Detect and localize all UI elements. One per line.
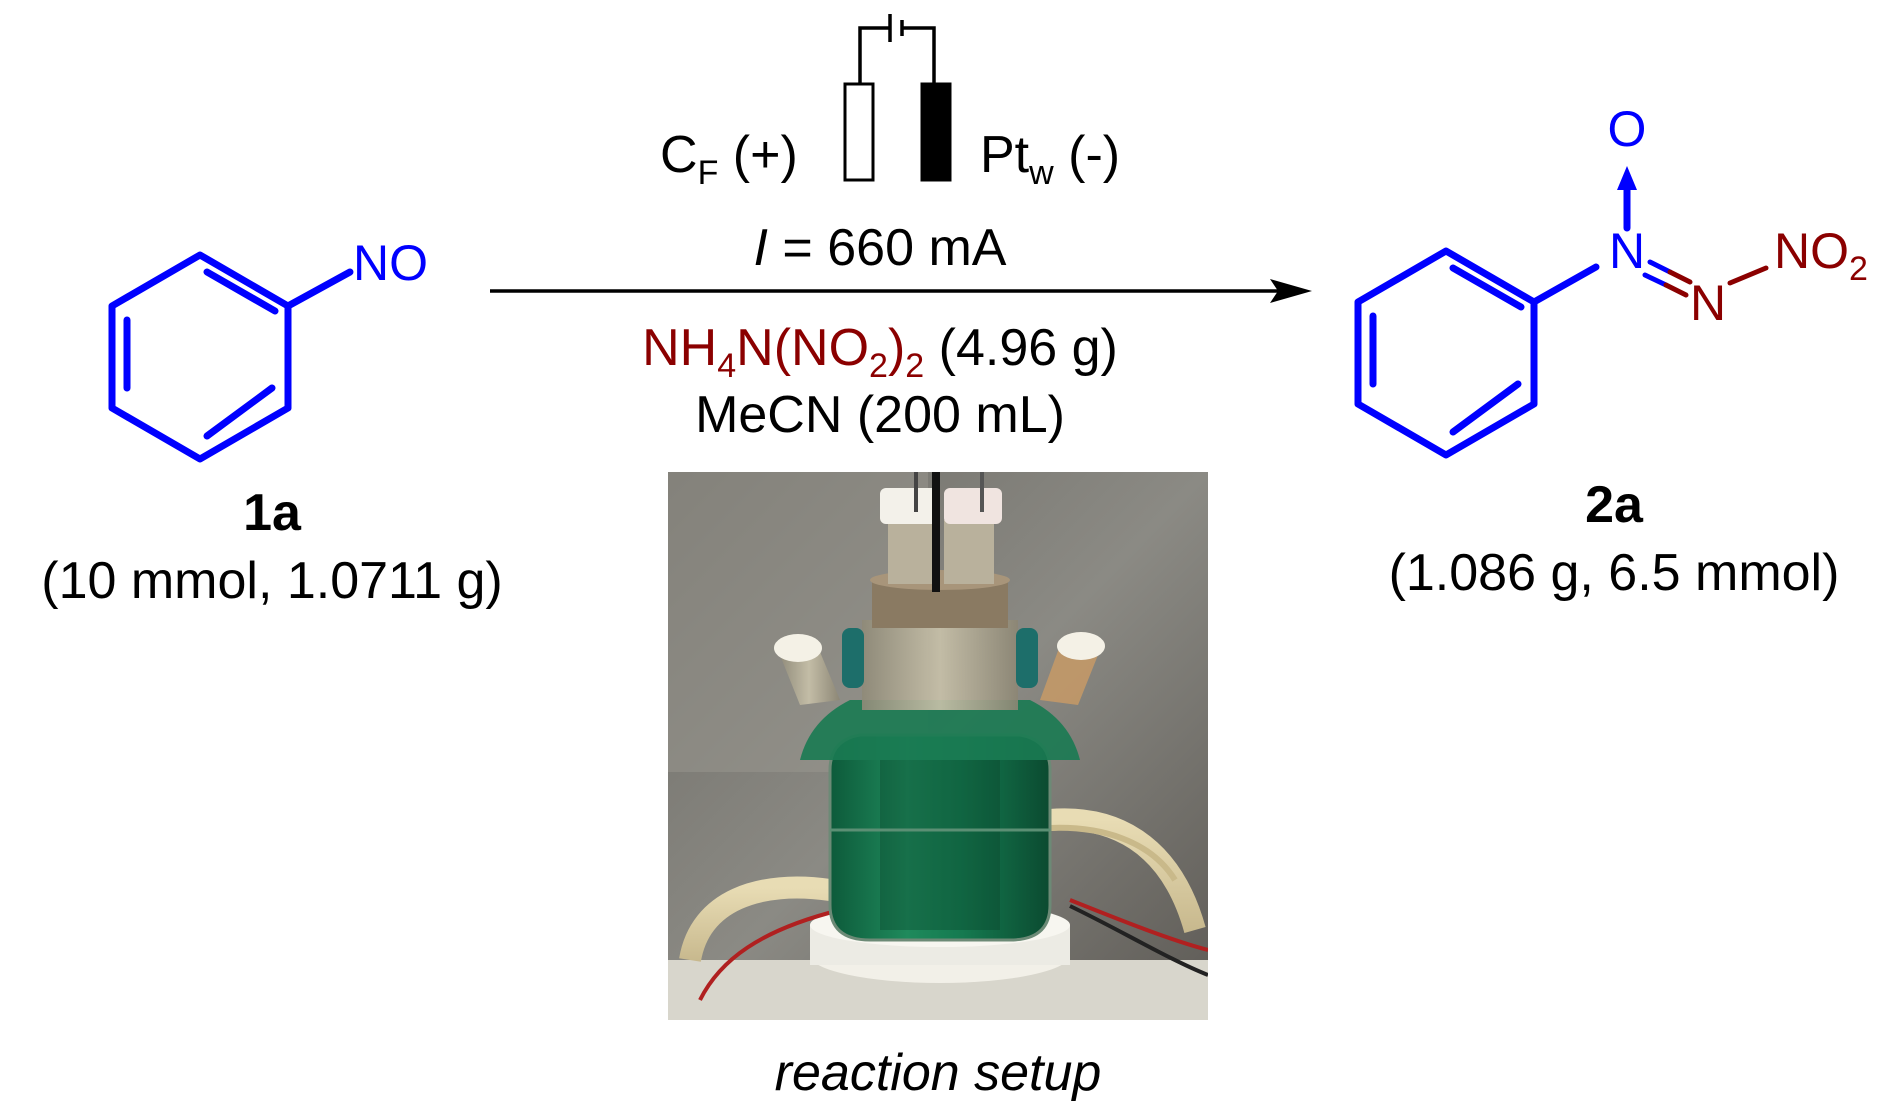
n-n-double-bond (1642, 259, 1693, 298)
double-bond-inner (203, 384, 276, 440)
cooling-tube (679, 876, 832, 963)
reactant-compound-label: 1a (243, 484, 302, 542)
double-bond-inner (203, 268, 279, 315)
photo-caption: reaction setup (775, 1044, 1102, 1102)
n-no2-bond (1727, 265, 1769, 286)
reaction-setup-photo (668, 472, 1208, 1020)
double-bond-inner (1449, 264, 1525, 311)
dative-arrowhead (1617, 166, 1637, 190)
benzene-ring-reactant (108, 251, 292, 463)
benzene-ring-product (1354, 247, 1538, 459)
azoxy-n2-label: N (1690, 275, 1726, 331)
cathode-label: Ptw (-) (980, 126, 1120, 192)
nitroso-group-label: NO (353, 235, 428, 291)
cathode-electrode (920, 82, 952, 182)
reactant-amount: (10 mmol, 1.0711 g) (41, 552, 502, 610)
product-amount: (1.086 g, 6.5 mmol) (1389, 544, 1840, 602)
anode-electrode (843, 82, 875, 182)
nitro-group-label: NO2 (1774, 223, 1868, 288)
product-compound-label: 2a (1585, 476, 1644, 534)
oxide-oxygen-label: O (1608, 101, 1647, 157)
anode-label: CF (+) (660, 126, 798, 192)
c-n-bond (284, 268, 354, 310)
solvent-label: MeCN (200 mL) (695, 386, 1065, 444)
double-bond-inner (1449, 380, 1522, 436)
product-structure (1354, 184, 1631, 459)
current-label: I = 660 mA (754, 219, 1007, 277)
c-n-bond (1530, 263, 1600, 306)
reaction-arrow (490, 279, 1312, 303)
electrolyte-label: NH4N(NO2)2 (4.96 g) (642, 319, 1118, 385)
azoxy-n1-label: N (1609, 223, 1645, 279)
reactant-structure (108, 251, 354, 463)
electrode-circuit (843, 14, 952, 182)
